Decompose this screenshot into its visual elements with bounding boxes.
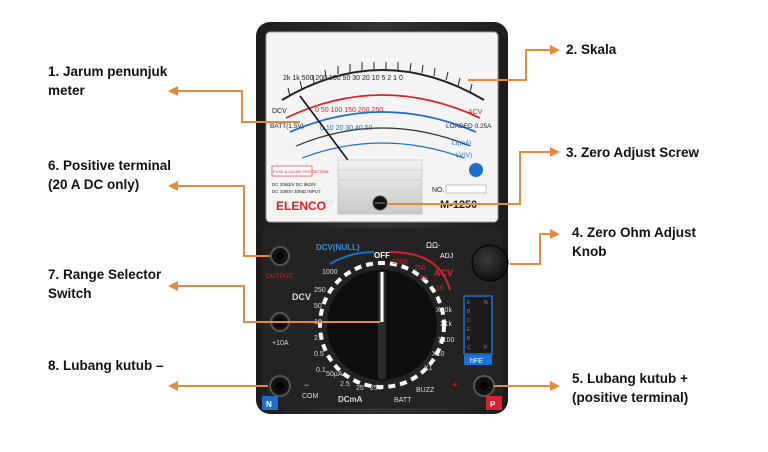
dcma-value: 250 [370,385,382,392]
svg-text:E: E [467,327,471,333]
scale-top-numbers: 2k 1k 500 200 100 50 30 20 10 5 2 1 0 [283,75,403,82]
dial-minus: − [304,380,309,390]
callout-arrowheads [168,45,560,391]
label-scale: 2. Skala [566,42,617,57]
ohm-range: X10k [436,307,452,314]
svg-text:C: C [467,318,471,324]
scale-ticks [287,62,473,97]
dcma-value: 50μA [326,371,343,378]
hfe-socket [463,295,493,355]
dial-dcma: DCmA [338,395,363,404]
dcma-value: 2.5 [340,381,350,388]
dial-ohm: ΩΩ· [426,241,441,250]
dial-acv: ACV [434,268,453,278]
svg-text:C: C [467,345,471,351]
scale-arc-blue2 [301,142,465,159]
spec-text-1: DC 20kΩ/V DC 9kΩ/V [272,182,316,187]
dial-plus: + [452,380,458,391]
scale-arc-black [281,69,485,101]
scale-mid-numbers: 0 50 100 150 200 250 [315,107,383,114]
p-tab-label: P [490,400,496,409]
acv-value: 1000 [392,259,408,266]
dcv-null-arc [329,251,375,265]
ohm-range: X1 [424,365,433,372]
acv-value: 250 [414,265,426,272]
label-needle-line2: meter [48,83,85,98]
scale-batt-label: BATT(1.5V) [270,123,304,130]
scale-arc-blue [289,111,477,133]
n-tab-label: N [266,400,272,409]
acv-value: 10 [436,285,444,292]
ohm-range: X1k [440,321,453,328]
hfe-n-label: N [484,300,488,306]
scale-li-label: LI(mA) [452,140,472,147]
dcv-value: 250 [314,287,326,294]
brand-name: ELENCO [276,199,326,213]
dcv-value: 50 [314,303,322,310]
logo-icon [469,163,483,177]
scale-arc-black2 [295,127,471,147]
acv-arc [389,251,451,291]
label-positive-jack-line1: 5. Lubang kutub + [572,371,688,386]
range-dial-ring [318,261,446,389]
scale-loaded-label: LOADED 0.25A [446,123,492,130]
scale-low-numbers: 0 10 20 30 40 50 [320,125,373,132]
spec-text-2: DC 1000V 20MΩ INPUT [272,189,321,194]
serial-label: NO. [432,187,445,194]
label-needle: 1. Jarum penunjuk meter [48,62,167,100]
hfe-label: hFE [470,358,483,365]
hfe-p-label: P [484,345,488,351]
scale-dcv-label: DCV [272,108,287,115]
dial-adj: ADJ [440,253,453,260]
scale-acv-label: ACV [468,109,483,116]
label-positive-jack: 5. Lubang kutub + (positive terminal) [572,369,688,407]
dial-output: OUTPUT [266,273,293,280]
dial-10a: +10A [272,340,289,347]
dial-dcv: DCV [292,292,311,302]
fuse-protection-text: FUSE & DIODE PROTECTION [273,169,329,174]
acv-value: 50 [420,275,428,282]
label-negative-jack: 8. Lubang kutub – [48,358,164,373]
dial-batt: BATT [394,397,412,404]
callout-arrows [176,49,552,387]
p-tab [486,396,502,410]
svg-text:E: E [467,300,471,306]
label-positive-terminal: 6. Positive terminal (20 A DC only) [48,156,171,194]
ohm-range: X100 [438,337,454,344]
label-needle-line1: 1. Jarum penunjuk [48,64,168,79]
dcv-value: 0.5 [314,351,324,358]
zero-ohm-adjust-knob[interactable] [471,244,509,282]
dcv-value: 2.5 [314,335,324,342]
ohm-range: X10 [432,351,445,358]
dial-buzz: BUZZ [416,387,435,394]
dcv-value: 1000 [322,269,338,276]
dial-off: OFF [374,251,390,260]
dial-com: COM [302,393,319,400]
label-zero-ohm-knob: 4. Zero Ohm Adjust Knob [572,223,696,261]
label-positive-terminal-line2: (20 A DC only) [48,177,140,192]
label-zero-ohm-line1: 4. Zero Ohm Adjust [572,225,697,240]
svg-text:B: B [467,336,471,342]
label-range-selector-line1: 7. Range Selector [48,267,162,282]
label-range-selector: 7. Range Selector Switch [48,265,161,303]
label-range-selector-line2: Switch [48,286,92,301]
label-positive-terminal-line1: 6. Positive terminal [48,158,172,173]
dcma-value: 25 [356,385,364,392]
scale-lv-label: LV(V) [456,152,472,159]
dcv-value: 0.1 [316,367,326,374]
dial-dcv-null: DCV(NULL) [316,243,360,252]
n-tab [262,396,278,410]
selector-pointer [376,269,388,381]
label-positive-jack-line2: (positive terminal) [572,390,689,405]
label-zero-ohm-line2: Knob [572,244,607,259]
svg-text:B: B [467,309,471,315]
label-zero-screw: 3. Zero Adjust Screw [566,145,700,160]
